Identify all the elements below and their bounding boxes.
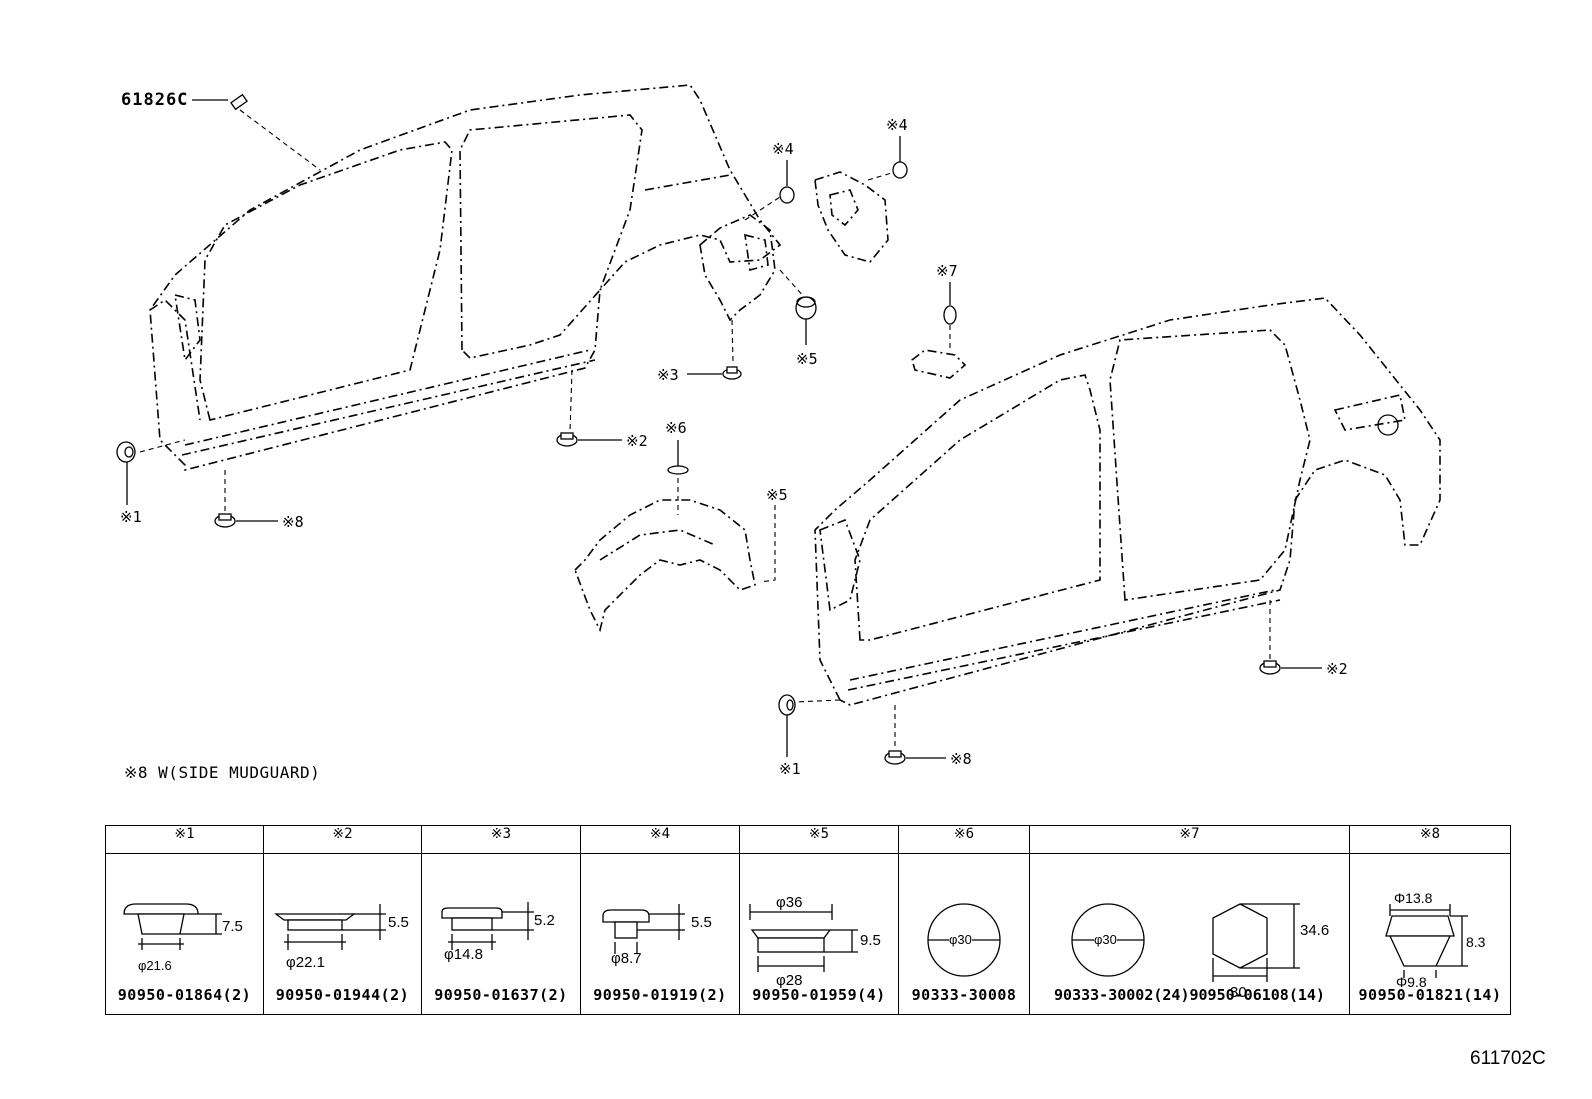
callout-5-b: ※5 — [766, 486, 788, 504]
table-header: ※5 — [739, 825, 899, 854]
figure-code: 611702C — [1470, 1048, 1546, 1069]
note-text: ※8 W(SIDE MUDGUARD) — [124, 763, 321, 782]
clip-7 — [911, 305, 967, 379]
table-cell: φ30 34.6 30 90333-30002(24)90950-06108(1… — [1029, 853, 1350, 1015]
callout-2-right: ※2 — [1326, 660, 1348, 678]
plug-5-a — [795, 296, 817, 320]
table-cell: 7.5 φ21.6 90950-01864(2) — [105, 853, 264, 1015]
callout-6: ※6 — [665, 419, 687, 437]
part-number: 90950-01944(2) — [275, 986, 410, 1004]
dim-diameter: φ21.6 — [138, 958, 172, 973]
dim-top-diameter: φ36 — [776, 894, 803, 911]
plug-icon — [1385, 904, 1468, 978]
plug-icon — [123, 903, 222, 950]
callout-7: ※7 — [936, 262, 958, 280]
dim-diameter: φ30 — [1094, 932, 1117, 947]
ref-leader — [192, 93, 321, 171]
plug-4-a — [779, 186, 795, 204]
plug-icon — [602, 904, 685, 954]
dim-height: 34.6 — [1300, 922, 1330, 939]
dim-height: 8.3 — [1466, 934, 1486, 950]
left-side-panel — [149, 84, 782, 472]
table-header: ※7 — [1029, 825, 1350, 854]
callout-8-right: ※8 — [950, 750, 972, 768]
callout-3: ※3 — [657, 366, 679, 384]
rear-bracket — [814, 171, 889, 263]
plug-6 — [667, 465, 689, 475]
seal-icon — [1071, 903, 1300, 982]
table-header: ※8 — [1349, 825, 1511, 854]
callout-4-a: ※4 — [772, 140, 794, 158]
dim-height: 7.5 — [222, 918, 243, 935]
table-cell: 5.5 φ22.1 90950-01944(2) — [263, 853, 422, 1015]
plug-1-right — [778, 694, 796, 716]
dim-top-diameter: Φ13.8 — [1394, 890, 1433, 906]
plug-3 — [722, 366, 742, 380]
plug-2-left — [556, 432, 578, 447]
table-header: ※1 — [105, 825, 264, 854]
dim-diameter: φ30 — [949, 932, 972, 947]
dim-diameter: φ22.1 — [286, 954, 325, 971]
table-cell: 5.5 φ8.7 90950-01919(2) — [580, 853, 740, 1015]
part-number: 90333-30002(24)90950-06108(14) — [1054, 986, 1325, 1004]
table-cell: 5.2 φ14.8 90950-01637(2) — [421, 853, 581, 1015]
table-header: ※3 — [421, 825, 581, 854]
part-number: 90950-01821(14) — [1358, 986, 1502, 1004]
part-number-label: 61826C — [121, 90, 189, 110]
dim-height: 5.5 — [388, 914, 409, 931]
part-number: 90950-01919(2) — [593, 986, 727, 1004]
table-row: 7.5 φ21.6 90950-01864(2) 5.5 φ22.1 90950… — [105, 853, 1511, 1015]
dim-height: 5.2 — [534, 912, 555, 929]
plug-8-right — [884, 750, 906, 765]
table-header: ※6 — [898, 825, 1030, 854]
table-cell: φ30 90333-30008 — [898, 853, 1030, 1015]
part-number: 90950-01864(2) — [117, 986, 252, 1004]
table-header: ※4 — [580, 825, 740, 854]
dim-width: 30 — [1230, 984, 1247, 1001]
part-number: 90950-01637(2) — [434, 986, 568, 1004]
plug-icon — [749, 904, 858, 972]
callout-1-right: ※1 — [779, 760, 801, 778]
plug-2-right — [1259, 660, 1281, 675]
plug-8-left — [214, 513, 236, 528]
callout-1-left: ※1 — [120, 508, 142, 526]
dim-diameter: φ14.8 — [444, 946, 483, 963]
table-cell: φ36 9.5 φ28 90950-01959(4) — [739, 853, 899, 1015]
callout-8-left: ※8 — [282, 513, 304, 531]
table-header-row: ※1 ※2 ※3 ※4 ※5 ※6 ※7 ※8 — [105, 825, 1511, 854]
plug-1-left — [116, 441, 136, 463]
dim-bottom-diameter: Φ9.8 — [1396, 974, 1427, 990]
dim-diameter: φ8.7 — [611, 950, 642, 967]
dim-height: 5.5 — [691, 914, 712, 931]
parts-table: ※1 ※2 ※3 ※4 ※5 ※6 ※7 ※8 7.5 φ21.6 90950-… — [105, 825, 1511, 1015]
dim-height: 9.5 — [860, 932, 881, 949]
wheel-liner — [574, 499, 756, 633]
rear-wheel-apron — [699, 214, 776, 322]
plug-icon — [274, 904, 386, 950]
part-number: 90950-01959(4) — [752, 986, 886, 1004]
right-side-panel — [814, 297, 1441, 706]
callout-5-a: ※5 — [796, 350, 818, 368]
part-number: 90333-30008 — [911, 986, 1017, 1004]
parts-diagram — [116, 84, 1441, 765]
callout-2-left: ※2 — [626, 432, 648, 450]
dim-bottom-diameter: φ28 — [776, 972, 803, 989]
plug-icon — [441, 902, 534, 950]
table-header: ※2 — [263, 825, 422, 854]
seal-icon — [927, 903, 1001, 977]
plug-4-b — [892, 161, 908, 179]
callout-4-b: ※4 — [886, 116, 908, 134]
table-cell: Φ13.8 8.3 Φ9.8 90950-01821(14) — [1349, 853, 1511, 1015]
